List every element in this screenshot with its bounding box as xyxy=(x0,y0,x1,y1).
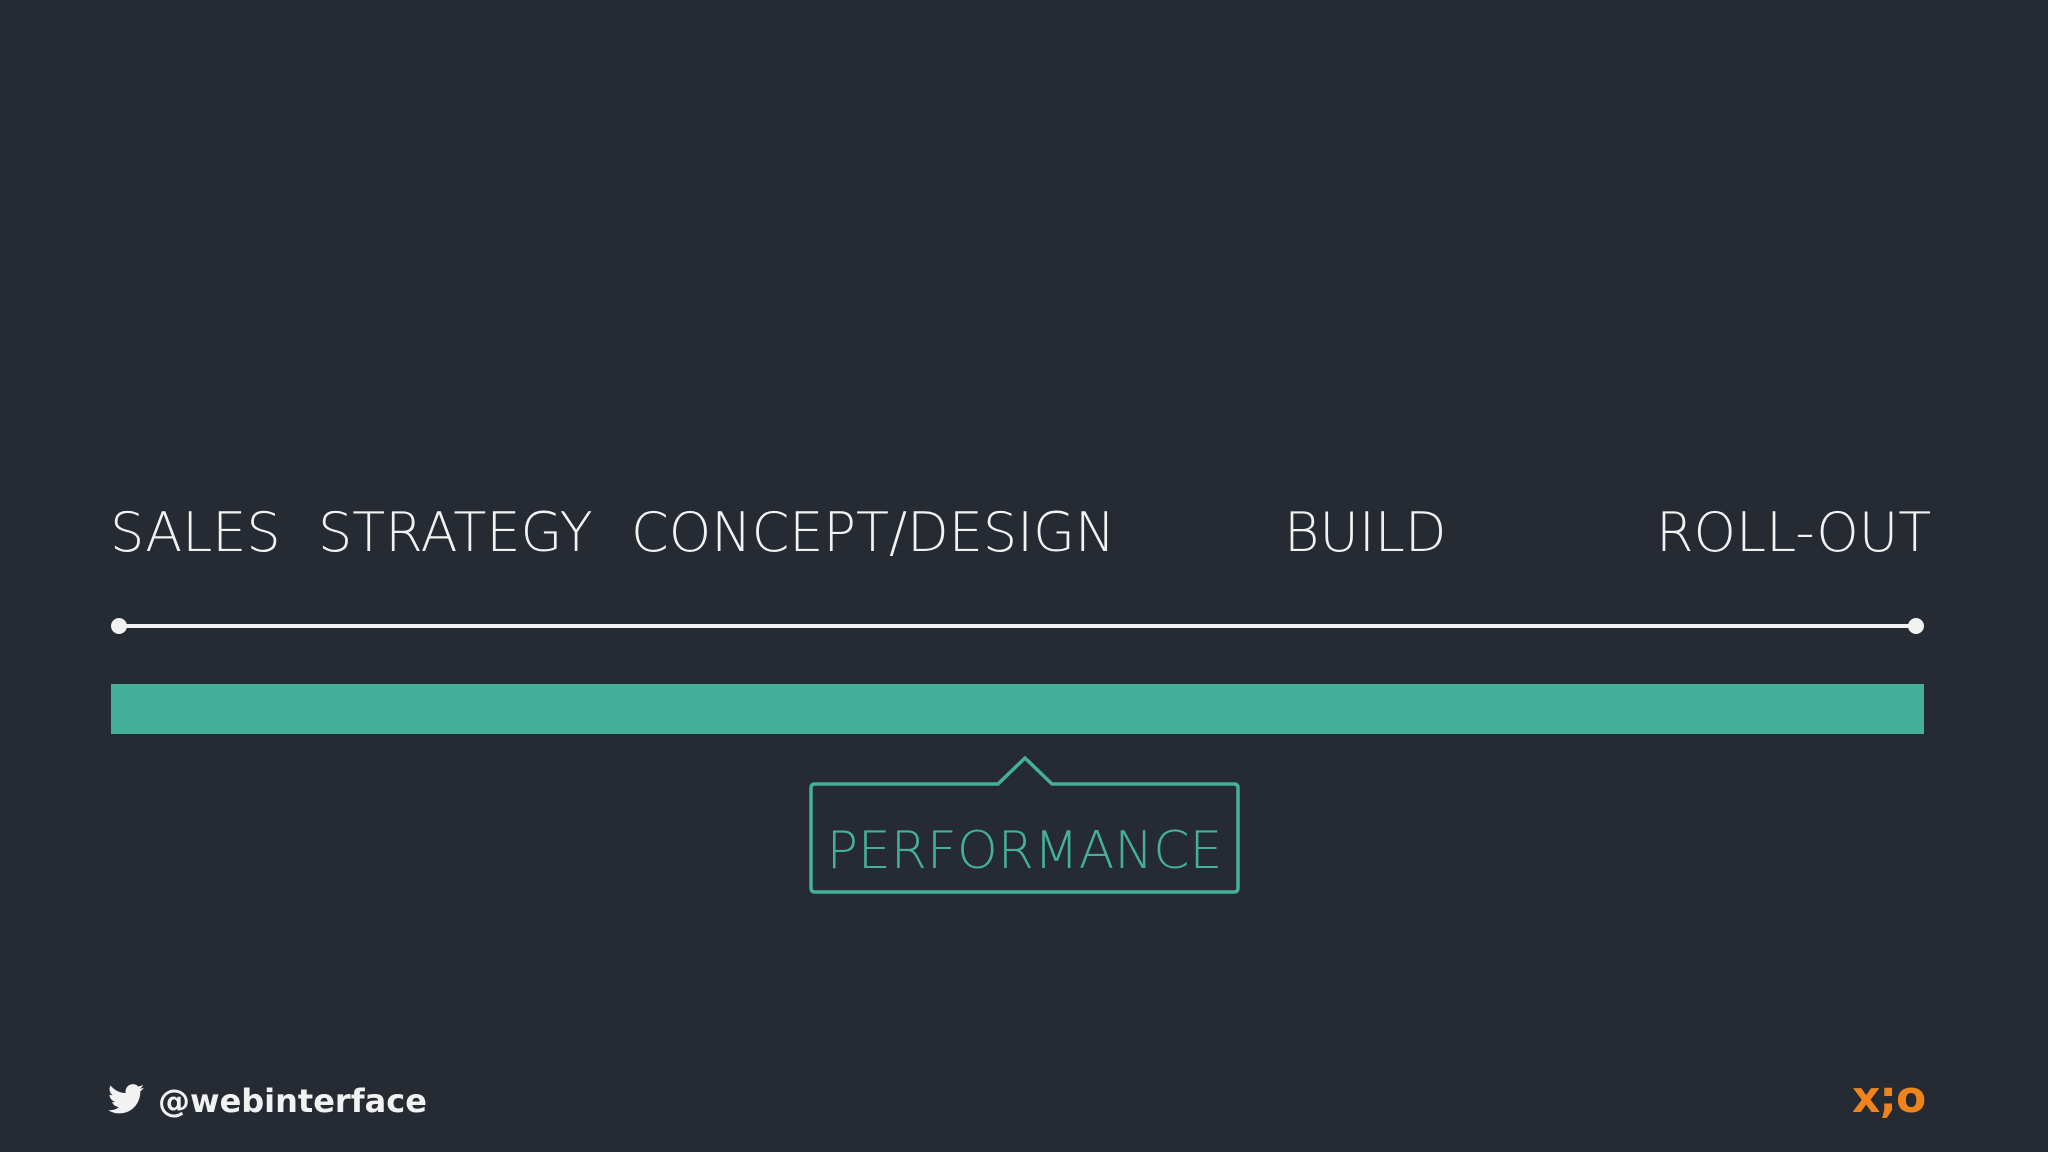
phase-label-concept-design: CONCEPT/DESIGN xyxy=(631,501,1116,564)
callout-frame xyxy=(809,755,1240,894)
twitter-handle-text: @webinterface xyxy=(158,1082,427,1120)
timeline-end-dot xyxy=(1908,618,1924,634)
phase-label-build: BUILD xyxy=(1284,501,1447,564)
company-logo: x;o xyxy=(1852,1072,1926,1123)
phase-label-sales: SALES xyxy=(110,501,281,564)
performance-bar xyxy=(111,684,1924,734)
phase-label-roll-out: ROLL-OUT xyxy=(1656,501,1932,564)
twitter-handle[interactable]: @webinterface xyxy=(108,1080,427,1122)
callout-label: PERFORMANCE xyxy=(826,821,1223,881)
twitter-bird-icon xyxy=(108,1084,144,1118)
phase-label-strategy: STRATEGY xyxy=(318,501,593,564)
performance-callout: PERFORMANCE xyxy=(807,754,1242,894)
timeline-start-dot xyxy=(111,618,127,634)
timeline-line xyxy=(118,624,1918,628)
